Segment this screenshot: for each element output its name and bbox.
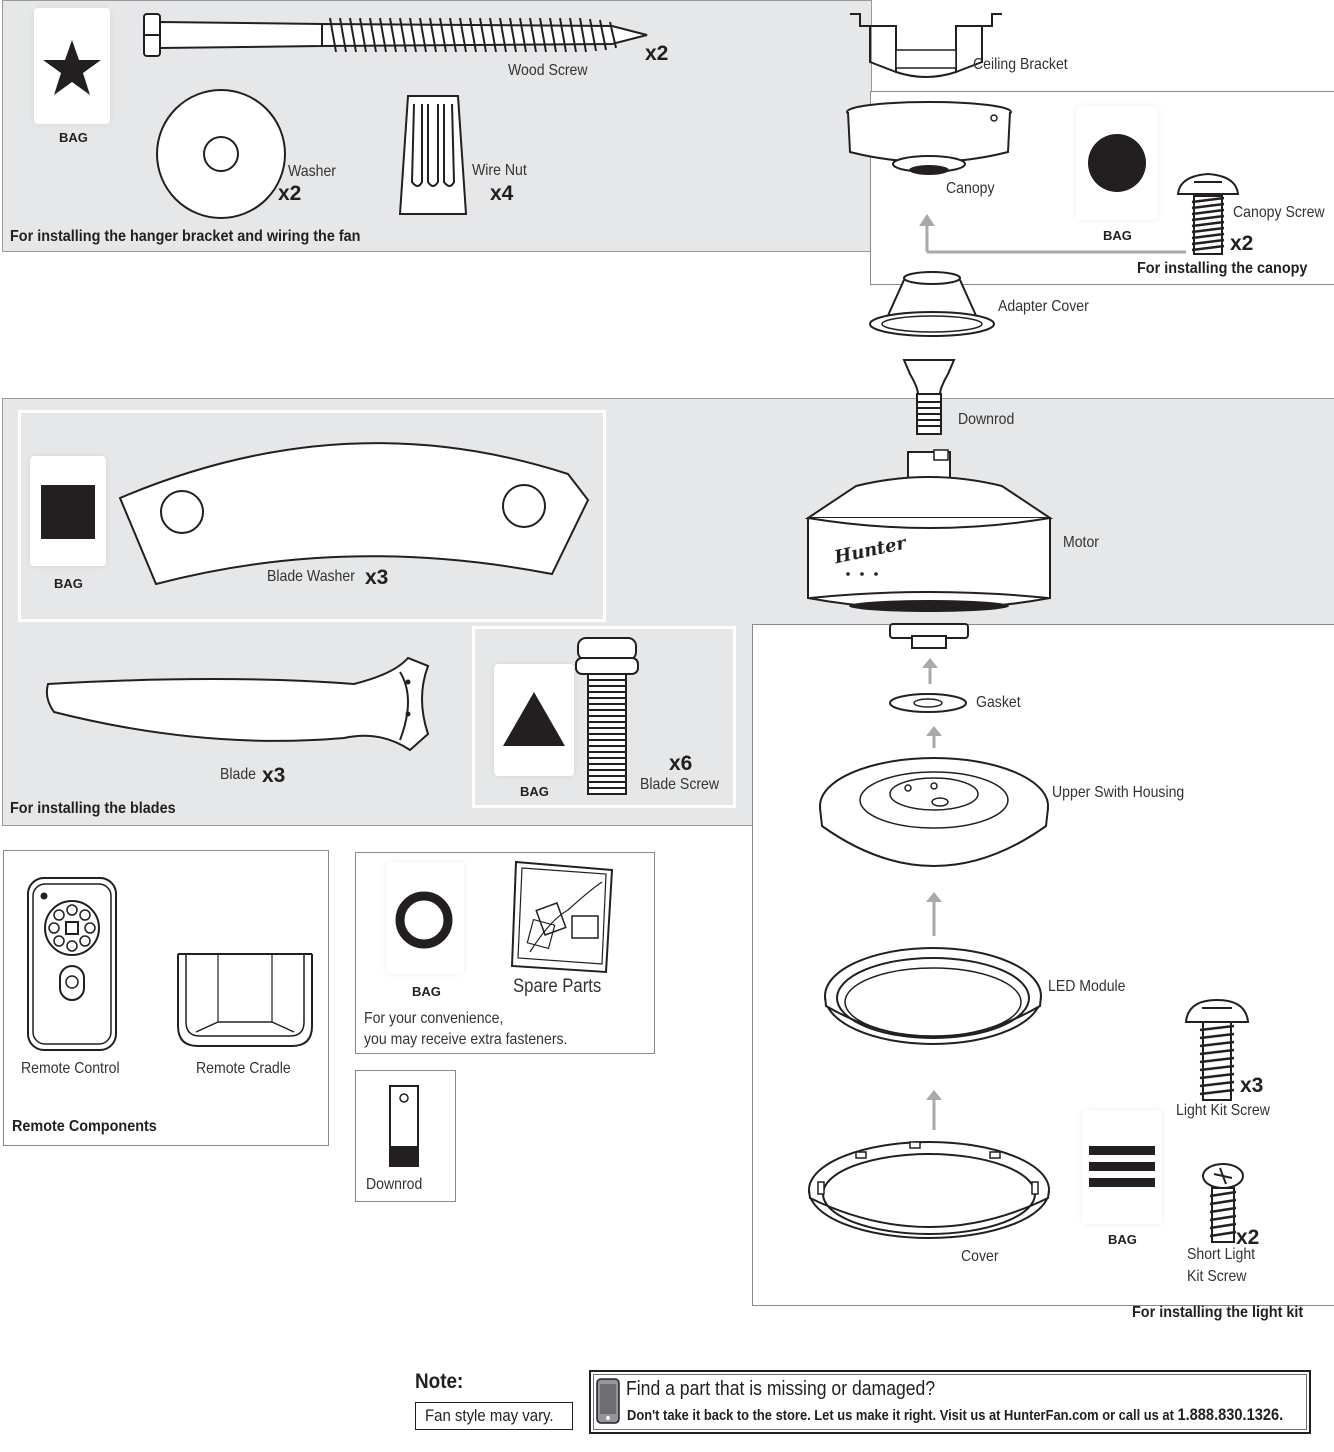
bag-label: BAG bbox=[1103, 228, 1132, 243]
short-light-kit-screw-icon bbox=[1202, 1163, 1244, 1243]
light-kit-screw-qty: x3 bbox=[1240, 1074, 1264, 1097]
motor-hub-icon bbox=[889, 623, 969, 649]
blade-screw-qty: x6 bbox=[669, 752, 693, 775]
light-kit-screw-icon bbox=[1184, 998, 1250, 1101]
spare-note-line-1: For your convenience, bbox=[364, 1010, 504, 1027]
canopy-label: Canopy bbox=[946, 180, 995, 197]
circle-icon bbox=[1088, 134, 1146, 192]
canopy-icon bbox=[846, 101, 1012, 175]
star-icon bbox=[43, 40, 101, 95]
light-kit-screw-label: Light Kit Screw bbox=[1176, 1102, 1270, 1119]
ceiling-bracket-label: Ceiling Bracket bbox=[973, 56, 1068, 73]
blade-washer-icon bbox=[118, 442, 590, 586]
arrow-up-icon bbox=[926, 892, 942, 936]
downrod-pipe-icon bbox=[389, 1085, 419, 1167]
short-light-kit-screw-label-2: Kit Screw bbox=[1187, 1268, 1247, 1285]
led-module-label: LED Module bbox=[1048, 978, 1126, 995]
hanger-caption: For installing the hanger bracket and wi… bbox=[10, 228, 361, 245]
blade-qty: x3 bbox=[262, 764, 286, 787]
bag-label: BAG bbox=[520, 784, 549, 799]
blade-washer-qty: x3 bbox=[365, 566, 389, 589]
wood-screw-icon bbox=[143, 13, 648, 57]
canopy-screw-icon bbox=[1176, 172, 1240, 255]
blade-screw-label: Blade Screw bbox=[640, 776, 720, 793]
wood-screw-qty: x2 bbox=[645, 42, 669, 65]
downrod-icon bbox=[902, 359, 956, 435]
gasket-label: Gasket bbox=[976, 694, 1021, 711]
arrow-up-icon bbox=[922, 658, 938, 684]
note-text: Fan style may vary. bbox=[425, 1406, 554, 1425]
wire-nut-label: Wire Nut bbox=[472, 162, 527, 179]
spare-parts-label: Spare Parts bbox=[513, 976, 602, 997]
ring-icon bbox=[395, 891, 453, 949]
washer-icon bbox=[156, 89, 286, 219]
wood-screw-label: Wood Screw bbox=[508, 62, 588, 79]
blade-screw-icon bbox=[575, 637, 639, 795]
blade-label: Blade bbox=[220, 766, 257, 783]
arrow-up-icon bbox=[926, 726, 942, 748]
remote-cradle-icon bbox=[177, 953, 313, 1047]
downrod-label: Downrod bbox=[958, 411, 1015, 428]
arrow-up-icon bbox=[919, 214, 1186, 254]
canopy-screw-qty: x2 bbox=[1230, 232, 1254, 255]
spare-note-line-2: you may receive extra fasteners. bbox=[364, 1031, 568, 1048]
motor-label: Motor bbox=[1063, 534, 1099, 551]
downrod-small-label: Downrod bbox=[366, 1176, 423, 1193]
help-text-body: Don't take it back to the store. Let us … bbox=[627, 1407, 1178, 1424]
upper-switch-housing-label: Upper Swith Housing bbox=[1052, 784, 1185, 801]
help-title: Find a part that is missing or damaged? bbox=[626, 1378, 936, 1400]
short-light-kit-screw-qty: x2 bbox=[1236, 1226, 1260, 1249]
washer-qty: x2 bbox=[278, 182, 302, 205]
phone-icon bbox=[596, 1378, 620, 1424]
motor-icon bbox=[804, 449, 1054, 612]
cover-label: Cover bbox=[961, 1248, 999, 1265]
spare-parts-bag-icon bbox=[510, 860, 614, 974]
short-light-kit-screw-label-1: Short Light bbox=[1187, 1246, 1256, 1263]
led-module-icon bbox=[824, 947, 1042, 1045]
bag-label: BAG bbox=[412, 984, 441, 999]
upper-switch-housing-icon bbox=[819, 757, 1049, 867]
blade-washer-box bbox=[18, 410, 606, 622]
ceiling-bracket-icon bbox=[850, 13, 1002, 78]
light-kit-caption: For installing the light kit bbox=[1132, 1304, 1304, 1321]
bag-label: BAG bbox=[59, 130, 88, 145]
help-phone: 1.888.830.1326. bbox=[1177, 1405, 1284, 1424]
blades-caption: For installing the blades bbox=[10, 800, 176, 817]
blade-icon bbox=[45, 656, 430, 752]
adapter-cover-icon bbox=[869, 271, 995, 337]
remote-components-caption: Remote Components bbox=[12, 1118, 157, 1135]
wire-nut-icon bbox=[398, 95, 468, 215]
note-heading: Note: bbox=[415, 1370, 464, 1393]
gasket-icon bbox=[889, 693, 967, 713]
blade-washer-label: Blade Washer bbox=[267, 568, 355, 585]
help-box-inner bbox=[593, 1374, 1307, 1430]
help-text: Don't take it back to the store. Let us … bbox=[627, 1405, 1283, 1425]
wire-nut-qty: x4 bbox=[490, 182, 514, 205]
three-bars-icon bbox=[1089, 1146, 1155, 1187]
help-box bbox=[589, 1370, 1311, 1434]
remote-control-icon bbox=[27, 877, 117, 1051]
canopy-caption: For installing the canopy bbox=[1137, 260, 1308, 277]
adapter-cover-label: Adapter Cover bbox=[998, 298, 1089, 315]
remote-cradle-label: Remote Cradle bbox=[196, 1060, 291, 1077]
bag-label: BAG bbox=[1108, 1232, 1137, 1247]
note-box bbox=[415, 1402, 573, 1430]
washer-label: Washer bbox=[288, 163, 336, 180]
blade-screw-box bbox=[472, 626, 736, 808]
square-icon bbox=[41, 485, 95, 539]
cover-icon bbox=[808, 1141, 1050, 1239]
triangle-icon bbox=[503, 692, 565, 746]
canopy-screw-label: Canopy Screw bbox=[1233, 204, 1325, 221]
arrow-up-icon bbox=[926, 1090, 942, 1130]
remote-control-label: Remote Control bbox=[21, 1060, 120, 1077]
bag-label: BAG bbox=[54, 576, 83, 591]
